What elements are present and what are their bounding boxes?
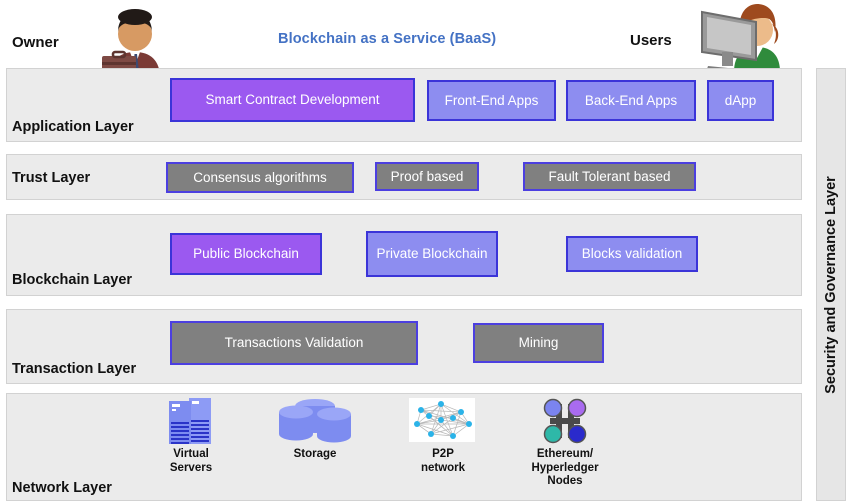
security-governance-label: Security and Governance Layer (823, 175, 839, 394)
ethereum-hyperledger-nodes-icon (505, 396, 625, 446)
layer-title-blockchain: Blockchain Layer (12, 272, 133, 288)
network-caption-virtual-servers: Virtual Servers (131, 448, 251, 475)
caption-line-1: Storage (293, 448, 337, 460)
box-fault-tolerant-based[interactable]: Fault Tolerant based (523, 162, 696, 191)
box-mining[interactable]: Mining (473, 323, 604, 363)
box-blocks-validation[interactable]: Blocks validation (566, 236, 698, 272)
page-title: Blockchain as a Service (BaaS) (278, 31, 497, 47)
virtual-servers-icon (131, 396, 251, 446)
network-caption-ethereum-hyperledger: Ethereum/ Hyperledger Nodes (505, 448, 625, 489)
network-item-storage[interactable]: Storage (255, 396, 375, 462)
caption-line-3: Nodes (547, 475, 583, 488)
caption-line-1: Virtual (173, 448, 209, 460)
network-item-ethereum-hyperledger[interactable]: Ethereum/ Hyperledger Nodes (505, 396, 625, 489)
person-at-computer-icon (701, 4, 790, 76)
box-dapp[interactable]: dApp (707, 80, 774, 121)
layer-title-trust: Trust Layer (12, 170, 91, 186)
caption-line-2: network (420, 461, 466, 474)
storage-cylinders-icon (255, 396, 375, 446)
layer-title-application: Application Layer (12, 119, 134, 135)
box-back-end-apps[interactable]: Back-End Apps (566, 80, 696, 121)
box-private-blockchain[interactable]: Private Blockchain (366, 231, 498, 277)
box-front-end-apps[interactable]: Front-End Apps (427, 80, 556, 121)
users-label: Users (630, 32, 672, 49)
security-governance-layer: Security and Governance Layer (816, 68, 846, 501)
network-item-virtual-servers[interactable]: Virtual Servers (131, 396, 251, 475)
layer-title-network: Network Layer (12, 480, 112, 496)
caption-line-2: Hyperledger (531, 461, 599, 474)
caption-line-1: P2P (432, 448, 454, 460)
box-transactions-validation[interactable]: Transactions Validation (170, 321, 418, 365)
box-consensus-algorithms[interactable]: Consensus algorithms (166, 162, 354, 193)
network-item-p2p[interactable]: P2P network (383, 396, 503, 475)
p2p-network-icon (383, 396, 503, 446)
layer-network (6, 393, 802, 501)
network-caption-p2p: P2P network (383, 448, 503, 475)
box-public-blockchain[interactable]: Public Blockchain (170, 233, 322, 275)
box-proof-based[interactable]: Proof based (375, 162, 479, 191)
caption-line-2: Servers (169, 461, 213, 474)
layer-title-transaction: Transaction Layer (12, 361, 137, 377)
network-caption-storage: Storage (255, 448, 375, 462)
owner-label: Owner (12, 34, 59, 51)
box-smart-contract-development[interactable]: Smart Contract Development (170, 78, 415, 122)
caption-line-1: Ethereum/ (536, 448, 594, 460)
